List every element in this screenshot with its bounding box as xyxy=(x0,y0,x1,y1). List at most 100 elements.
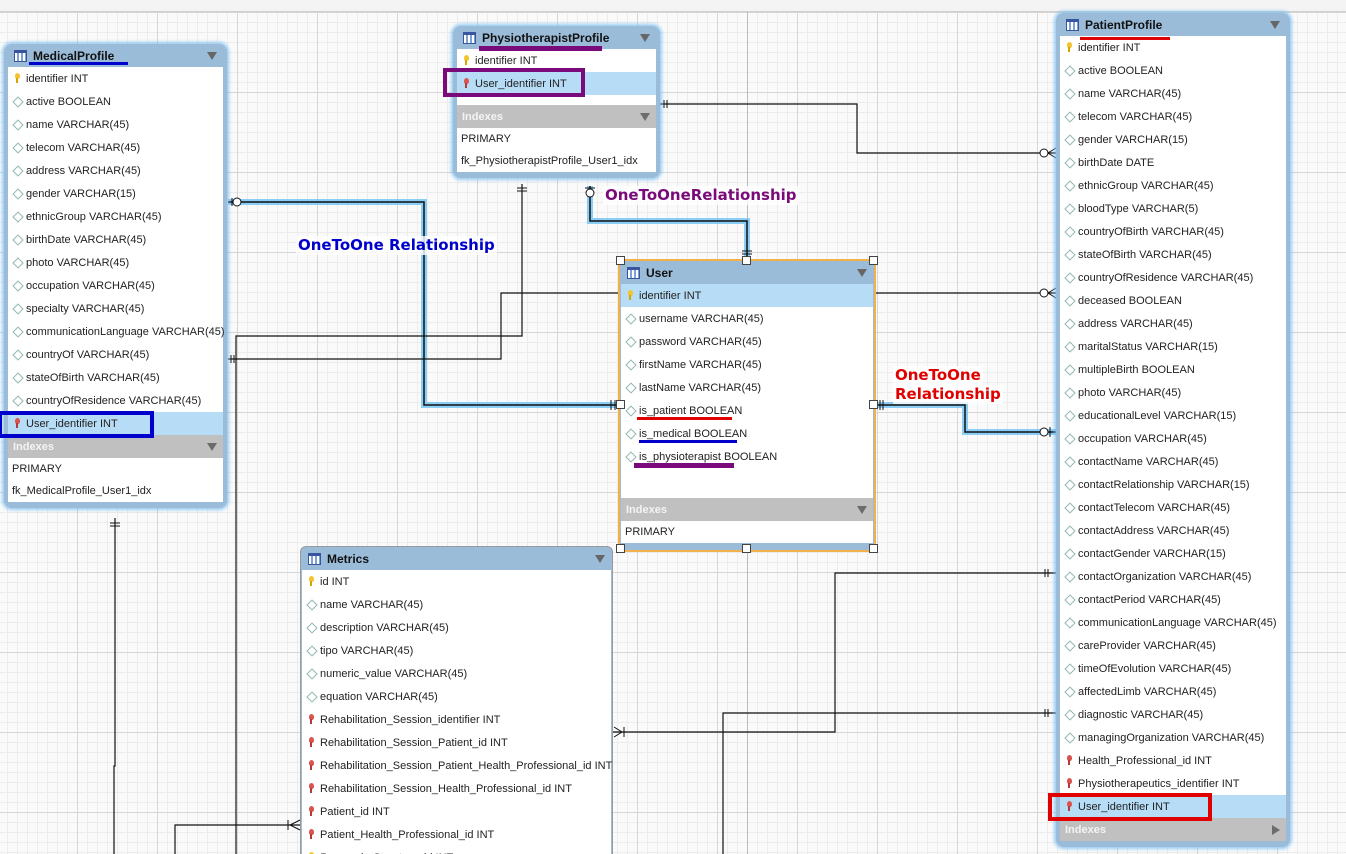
column-row[interactable]: Rehabilitation_Session_Health_Profession… xyxy=(302,777,611,800)
column-row[interactable]: identifier INT xyxy=(621,284,873,307)
column-row[interactable]: photo VARCHAR(45) xyxy=(8,251,223,274)
column-row[interactable]: affectedLimb VARCHAR(45) xyxy=(1060,680,1286,703)
column-row[interactable]: Rehabilitation_Session_Patient_id INT xyxy=(302,731,611,754)
column-row[interactable]: ethnicGroup VARCHAR(45) xyxy=(8,205,223,228)
resize-handle[interactable] xyxy=(742,256,751,265)
column-row[interactable]: careProvider VARCHAR(45) xyxy=(1060,634,1286,657)
column-row[interactable]: Research_Structure_id INT xyxy=(302,846,611,854)
column-row[interactable]: timeOfEvolution VARCHAR(45) xyxy=(1060,657,1286,680)
column-row[interactable]: educationalLevel VARCHAR(15) xyxy=(1060,404,1286,427)
collapse-triangle-icon[interactable] xyxy=(640,112,650,121)
column-row[interactable]: bloodType VARCHAR(5) xyxy=(1060,197,1286,220)
column-row[interactable]: is_physioterapist BOOLEAN xyxy=(621,445,873,468)
column-row[interactable]: specialty VARCHAR(45) xyxy=(8,297,223,320)
column-row[interactable]: address VARCHAR(45) xyxy=(1060,312,1286,335)
indexes-header[interactable]: Indexes xyxy=(1060,818,1286,841)
table-header[interactable]: PhysiotherapistProfile xyxy=(457,26,656,49)
column-row[interactable]: contactName VARCHAR(45) xyxy=(1060,450,1286,473)
collapse-triangle-icon[interactable] xyxy=(207,442,217,451)
column-row[interactable]: identifier INT xyxy=(1060,36,1286,59)
column-row[interactable]: description VARCHAR(45) xyxy=(302,616,611,639)
column-row[interactable]: password VARCHAR(45) xyxy=(621,330,873,353)
column-row[interactable]: Rehabilitation_Session_identifier INT xyxy=(302,708,611,731)
indexes-header[interactable]: Indexes xyxy=(457,105,656,128)
column-row[interactable]: managingOrganization VARCHAR(45) xyxy=(1060,726,1286,749)
index-row[interactable]: fk_MedicalProfile_User1_idx xyxy=(12,485,152,497)
column-row[interactable]: username VARCHAR(45) xyxy=(621,307,873,330)
index-row[interactable]: PRIMARY xyxy=(12,463,62,475)
collapse-triangle-icon[interactable] xyxy=(595,554,605,563)
column-row[interactable]: User_identifier INT xyxy=(457,72,656,95)
column-row[interactable]: lastName VARCHAR(45) xyxy=(621,376,873,399)
column-row[interactable]: Health_Professional_id INT xyxy=(1060,749,1286,772)
column-row[interactable]: equation VARCHAR(45) xyxy=(302,685,611,708)
column-row[interactable]: ethnicGroup VARCHAR(45) xyxy=(1060,174,1286,197)
index-row[interactable]: PRIMARY xyxy=(625,526,675,538)
column-row[interactable]: is_medical BOOLEAN xyxy=(621,422,873,445)
index-row[interactable]: fk_PhysiotherapistProfile_User1_idx xyxy=(461,155,638,167)
column-row[interactable]: birthDate DATE xyxy=(1060,151,1286,174)
column-row[interactable]: countryOfResidence VARCHAR(45) xyxy=(8,389,223,412)
resize-handle[interactable] xyxy=(616,400,625,409)
collapse-triangle-icon[interactable] xyxy=(857,268,867,277)
column-row[interactable]: address VARCHAR(45) xyxy=(8,159,223,182)
column-row[interactable]: name VARCHAR(45) xyxy=(8,113,223,136)
resize-handle[interactable] xyxy=(616,544,625,553)
column-row[interactable]: occupation VARCHAR(45) xyxy=(1060,427,1286,450)
column-row[interactable]: active BOOLEAN xyxy=(1060,59,1286,82)
indexes-header[interactable]: Indexes xyxy=(8,435,223,458)
column-row[interactable]: firstName VARCHAR(45) xyxy=(621,353,873,376)
column-row[interactable]: countryOfBirth VARCHAR(45) xyxy=(1060,220,1286,243)
column-row[interactable]: User_identifier INT xyxy=(8,412,223,435)
column-row[interactable]: name VARCHAR(45) xyxy=(302,593,611,616)
index-row[interactable]: PRIMARY xyxy=(461,133,511,145)
resize-handle[interactable] xyxy=(869,544,878,553)
column-row[interactable]: Physiotherapeutics_identifier INT xyxy=(1060,772,1286,795)
resize-handle[interactable] xyxy=(869,400,878,409)
table-header[interactable]: PatientProfile xyxy=(1060,13,1286,36)
column-row[interactable]: countryOf VARCHAR(45) xyxy=(8,343,223,366)
table-header[interactable]: MedicalProfile xyxy=(8,44,223,67)
column-row[interactable]: telecom VARCHAR(45) xyxy=(1060,105,1286,128)
column-row[interactable]: multipleBirth BOOLEAN xyxy=(1060,358,1286,381)
column-row[interactable]: contactTelecom VARCHAR(45) xyxy=(1060,496,1286,519)
column-row[interactable]: identifier INT xyxy=(457,49,656,72)
column-row[interactable]: telecom VARCHAR(45) xyxy=(8,136,223,159)
resize-handle[interactable] xyxy=(869,256,878,265)
column-row[interactable]: gender VARCHAR(15) xyxy=(8,182,223,205)
column-row[interactable]: gender VARCHAR(15) xyxy=(1060,128,1286,151)
column-row[interactable]: Patient_id INT xyxy=(302,800,611,823)
column-row[interactable]: contactRelationship VARCHAR(15) xyxy=(1060,473,1286,496)
column-row[interactable]: photo VARCHAR(45) xyxy=(1060,381,1286,404)
column-row[interactable]: contactGender VARCHAR(15) xyxy=(1060,542,1286,565)
column-row[interactable]: communicationLanguage VARCHAR(45) xyxy=(8,320,225,343)
column-row[interactable]: stateOfBirth VARCHAR(45) xyxy=(1060,243,1286,266)
column-row[interactable]: occupation VARCHAR(45) xyxy=(8,274,223,297)
column-row[interactable]: communicationLanguage VARCHAR(45) xyxy=(1060,611,1286,634)
indexes-header[interactable]: Indexes xyxy=(621,498,873,521)
column-row[interactable]: numeric_value VARCHAR(45) xyxy=(302,662,611,685)
collapse-triangle-icon[interactable] xyxy=(207,51,217,60)
column-row[interactable]: contactAddress VARCHAR(45) xyxy=(1060,519,1286,542)
column-row[interactable]: active BOOLEAN xyxy=(8,90,223,113)
table-header[interactable]: User xyxy=(621,261,873,284)
column-row[interactable]: birthDate VARCHAR(45) xyxy=(8,228,223,251)
column-row[interactable]: name VARCHAR(45) xyxy=(1060,82,1286,105)
column-row[interactable]: Patient_Health_Professional_id INT xyxy=(302,823,611,846)
table-header[interactable]: Metrics xyxy=(302,547,611,570)
column-row[interactable]: stateOfBirth VARCHAR(45) xyxy=(8,366,223,389)
expand-triangle-icon[interactable] xyxy=(1272,824,1280,835)
column-row[interactable]: identifier INT xyxy=(8,67,223,90)
collapse-triangle-icon[interactable] xyxy=(857,505,867,514)
column-row[interactable]: maritalStatus VARCHAR(15) xyxy=(1060,335,1286,358)
column-row[interactable]: Rehabilitation_Session_Patient_Health_Pr… xyxy=(302,754,612,777)
column-row[interactable]: contactOrganization VARCHAR(45) xyxy=(1060,565,1286,588)
column-row[interactable]: id INT xyxy=(302,570,611,593)
collapse-triangle-icon[interactable] xyxy=(640,33,650,42)
column-row[interactable]: tipo VARCHAR(45) xyxy=(302,639,611,662)
